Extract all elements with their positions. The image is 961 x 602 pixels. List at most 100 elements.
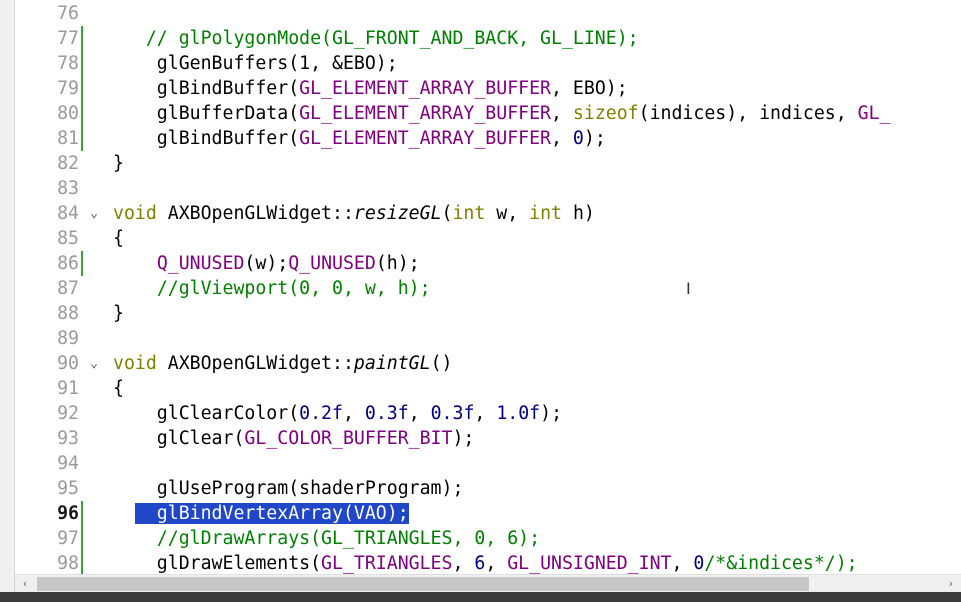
- code-text[interactable]: {: [113, 226, 124, 251]
- code-line[interactable]: 79 glBindBuffer(GL_ELEMENT_ARRAY_BUFFER,…: [15, 76, 961, 101]
- change-marker: [81, 101, 83, 126]
- code-text[interactable]: //glViewport(0, 0, w, h);: [113, 276, 431, 301]
- line-number: 79: [57, 78, 79, 99]
- code-token: 0: [572, 128, 584, 149]
- code-token: h): [562, 203, 595, 224]
- line-number: 78: [57, 53, 79, 74]
- code-line[interactable]: 93 glClear(GL_COLOR_BUFFER_BIT);: [15, 426, 961, 451]
- line-number: 77: [57, 28, 79, 49]
- code-token: 6: [474, 553, 486, 574]
- code-line[interactable]: 85{: [15, 226, 961, 251]
- code-token: glBufferData(: [113, 103, 300, 124]
- code-line[interactable]: 97 //glDrawArrays(GL_TRIANGLES, 0, 6);: [15, 526, 961, 551]
- code-token: (: [441, 203, 453, 224]
- code-token: glClear(: [113, 428, 245, 449]
- code-token: {: [113, 228, 124, 249]
- change-marker: [81, 51, 83, 76]
- chevron-left-icon[interactable]: ‹: [22, 577, 28, 590]
- scrollbar-thumb[interactable]: [37, 577, 809, 591]
- code-token: GL_ELEMENT_ARRAY_BUFFER: [299, 103, 552, 124]
- code-token: int: [529, 203, 563, 224]
- code-token: 1.0f: [496, 403, 541, 424]
- code-line[interactable]: 82}: [15, 151, 961, 176]
- code-line[interactable]: 89: [15, 326, 961, 351]
- code-token: //glViewport(0, 0, w, h);: [156, 278, 431, 299]
- code-line[interactable]: 96 glBindVertexArray(VAO);: [15, 501, 961, 526]
- code-token: [113, 528, 157, 549]
- line-number: 84: [57, 203, 79, 224]
- code-text[interactable]: void AXBOpenGLWidget::resizeGL(int w, in…: [113, 201, 595, 226]
- code-token: int: [452, 203, 486, 224]
- line-number: 98: [57, 553, 79, 574]
- code-text[interactable]: {: [113, 376, 124, 401]
- code-token: ,: [342, 403, 365, 424]
- code-line[interactable]: 88}: [15, 301, 961, 326]
- horizontal-scrollbar[interactable]: ‹ ›: [15, 574, 961, 593]
- code-token: );: [540, 403, 563, 424]
- line-number: 95: [57, 478, 79, 499]
- code-text[interactable]: glClear(GL_COLOR_BUFFER_BIT);: [113, 426, 475, 451]
- code-token: w,: [485, 203, 530, 224]
- change-marker: [81, 26, 83, 51]
- code-text[interactable]: Q_UNUSED(w);Q_UNUSED(h);: [113, 251, 420, 276]
- code-token: {: [113, 378, 124, 399]
- i-beam-cursor-icon: I: [686, 279, 691, 298]
- code-line[interactable]: 87 //glViewport(0, 0, w, h);: [15, 276, 961, 301]
- code-token: ,: [551, 103, 573, 124]
- code-text[interactable]: // glPolygonMode(GL_FRONT_AND_BACK, GL_L…: [113, 26, 639, 51]
- code-text[interactable]: glGenBuffers(1, &EBO);: [113, 51, 398, 76]
- code-text[interactable]: glBufferData(GL_ELEMENT_ARRAY_BUFFER, si…: [113, 101, 891, 126]
- code-line[interactable]: 86 Q_UNUSED(w);Q_UNUSED(h);: [15, 251, 961, 276]
- code-line[interactable]: 95 glUseProgram(shaderProgram);: [15, 476, 961, 501]
- change-marker: [81, 501, 83, 526]
- code-line[interactable]: 90 ⌄ void AXBOpenGLWidget::paintGL(): [15, 351, 961, 376]
- line-number: 90: [57, 353, 79, 374]
- code-text[interactable]: }: [113, 301, 124, 326]
- line-number: 94: [57, 453, 79, 474]
- code-line[interactable]: 81 glBindBuffer(GL_ELEMENT_ARRAY_BUFFER,…: [15, 126, 961, 151]
- code-line[interactable]: 76: [15, 1, 961, 26]
- code-line[interactable]: 98 glDrawElements(GL_TRIANGLES, 6, GL_UN…: [15, 551, 961, 574]
- code-line[interactable]: 78 glGenBuffers(1, &EBO);: [15, 51, 961, 76]
- code-text[interactable]: glBindVertexArray(VAO);: [113, 501, 409, 526]
- change-marker: [81, 551, 83, 574]
- line-number: 81: [57, 128, 79, 149]
- code-text[interactable]: }: [113, 151, 124, 176]
- chevron-down-icon[interactable]: ⌄: [90, 356, 98, 371]
- code-token: [113, 278, 157, 299]
- code-line[interactable]: 84 ⌄ void AXBOpenGLWidget::resizeGL(int w,…: [15, 201, 961, 226]
- status-bar: [0, 592, 961, 602]
- code-token: ,: [474, 403, 497, 424]
- code-text[interactable]: void AXBOpenGLWidget::paintGL(): [113, 351, 452, 376]
- code-line[interactable]: 91{: [15, 376, 961, 401]
- code-line[interactable]: 83: [15, 176, 961, 201]
- code-token: GL_COLOR_BUFFER_BIT: [244, 428, 453, 449]
- code-token: void: [113, 203, 157, 224]
- code-line[interactable]: 80 glBufferData(GL_ELEMENT_ARRAY_BUFFER,…: [15, 101, 961, 126]
- code-text[interactable]: glUseProgram(shaderProgram);: [113, 476, 464, 501]
- code-text[interactable]: glBindBuffer(GL_ELEMENT_ARRAY_BUFFER, EB…: [113, 76, 628, 101]
- code-token: 0.3f: [430, 403, 475, 424]
- chevron-right-icon[interactable]: ›: [948, 577, 954, 590]
- line-number: 89: [57, 328, 79, 349]
- change-marker: [81, 76, 83, 101]
- code-token: glClearColor(: [113, 403, 300, 424]
- code-token: (w);: [244, 253, 289, 274]
- change-marker: [81, 126, 83, 151]
- line-number: 97: [57, 528, 79, 549]
- code-text[interactable]: //glDrawArrays(GL_TRIANGLES, 0, 6);: [113, 526, 540, 551]
- code-token: GL_UNSIGNED_INT: [507, 553, 672, 574]
- code-line[interactable]: 77 // glPolygonMode(GL_FRONT_AND_BACK, G…: [15, 26, 961, 51]
- line-number: 86: [57, 253, 79, 274]
- code-token: paintGL: [353, 353, 431, 374]
- code-token: 0: [693, 553, 705, 574]
- code-line[interactable]: 94: [15, 451, 961, 476]
- code-text[interactable]: glBindBuffer(GL_ELEMENT_ARRAY_BUFFER, 0)…: [113, 126, 606, 151]
- code-token: }: [113, 153, 124, 174]
- code-line[interactable]: 92 glClearColor(0.2f, 0.3f, 0.3f, 1.0f);: [15, 401, 961, 426]
- code-text[interactable]: glClearColor(0.2f, 0.3f, 0.3f, 1.0f);: [113, 401, 562, 426]
- code-text[interactable]: glDrawElements(GL_TRIANGLES, 6, GL_UNSIG…: [113, 551, 858, 574]
- change-marker: [81, 251, 83, 276]
- chevron-down-icon[interactable]: ⌄: [90, 206, 98, 221]
